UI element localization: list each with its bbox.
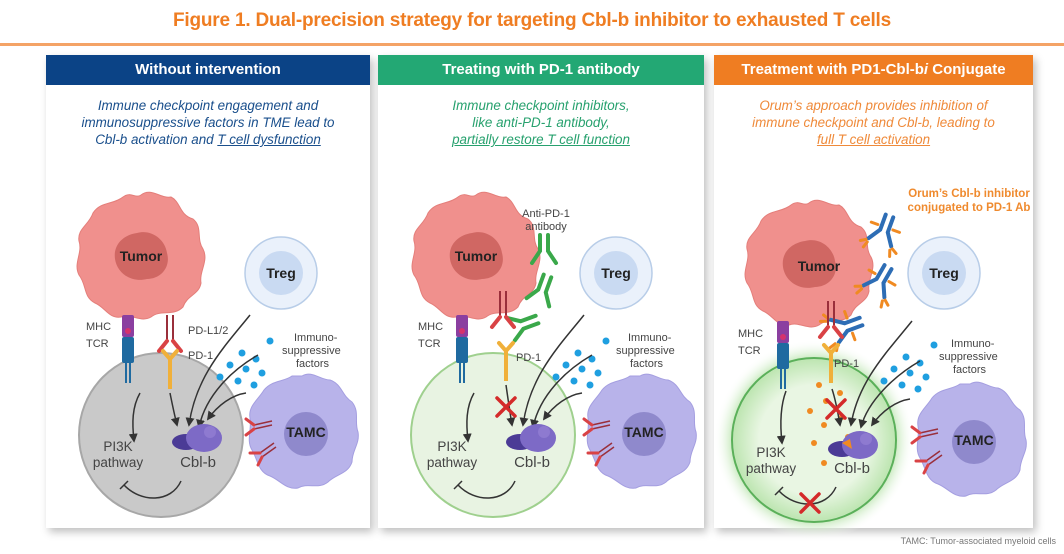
immuno-label-1: Immuno- <box>628 332 672 344</box>
desc-emphasis: T cell dysfunction <box>217 132 321 147</box>
mhc-label: MHC <box>418 321 443 333</box>
pd-1-label: PD-1 <box>188 350 213 362</box>
pi3k-label-2: pathway <box>427 455 478 470</box>
treg-nucleus <box>594 251 638 295</box>
immuno-label-3: factors <box>296 358 330 370</box>
tamc-label: TAMC <box>954 432 993 448</box>
desc-line: Cbl-b activation and T cell dysfunction <box>52 131 364 148</box>
desc-line: immune checkpoint and Cbl-b, leading to <box>752 115 995 130</box>
pd-1-label: PD-1 <box>834 358 859 370</box>
treg-label: Treg <box>266 265 296 281</box>
conjugate-label-2: conjugated to PD-1 Ab <box>908 202 1031 214</box>
antibody-label-2: antibody <box>525 221 567 233</box>
panel-pd1-cblb-conjugate: Treatment with PD1-Cbl-bi Conjugate Orum… <box>714 55 1033 540</box>
cbl-b-label: Cbl-b <box>514 454 550 471</box>
signal-arrows <box>128 314 259 443</box>
tamc-receptors <box>582 417 615 467</box>
pi3k-label-2: pathway <box>746 461 797 476</box>
tumor-label: Tumor <box>120 248 163 264</box>
desc-line: Orum’s approach provides inhibition of <box>759 98 988 113</box>
immuno-label-2: suppressive <box>939 351 998 363</box>
header-italic: i <box>923 61 929 78</box>
figure-title: Figure 1. Dual-precision strategy for ta… <box>173 10 891 31</box>
pi3k-label-1: PI3K <box>756 445 785 460</box>
panel-without-intervention: Without intervention Immune checkpoint e… <box>46 55 370 528</box>
conjugate-label-1: Orum’s Cbl-b inhibitor <box>908 188 1030 200</box>
pd-1-label: PD-1 <box>516 352 541 364</box>
panel-header: Without intervention <box>46 55 370 85</box>
signal-arrows <box>462 314 593 443</box>
desc-line: Immune checkpoint inhibitors, <box>452 98 630 113</box>
immuno-label-1: Immuno- <box>951 338 995 350</box>
treg-label: Treg <box>601 265 631 281</box>
tamc-label: TAMC <box>624 424 663 440</box>
immuno-label-2: suppressive <box>616 345 675 357</box>
illustration: Orum’s Cbl-b inhibitor conjugated to PD-… <box>714 188 1031 540</box>
panel-header: Treating with PD-1 antibody <box>378 55 704 85</box>
desc-line: like anti-PD-1 antibody, <box>472 115 610 130</box>
desc-line: immunosuppressive factors in TME lead to <box>81 115 335 130</box>
pi3k-label-1: PI3K <box>437 439 466 454</box>
inhibition-arrow <box>453 480 516 499</box>
immuno-label-1: Immuno- <box>294 332 338 344</box>
desc-emphasis: partially restore T cell function <box>452 132 630 147</box>
tamc-label: TAMC <box>286 424 325 440</box>
tamc-receptors <box>244 417 277 467</box>
desc-line: Immune checkpoint engagement and <box>97 98 319 113</box>
pi3k-label-2: pathway <box>93 455 144 470</box>
cbl-b-label: Cbl-b <box>180 454 216 471</box>
title-divider <box>0 43 1064 46</box>
pd-l1-icon <box>157 313 183 353</box>
panel-description: Orum’s approach provides inhibition of i… <box>714 97 1033 148</box>
tcr-label: TCR <box>418 338 441 350</box>
immuno-label-3: factors <box>630 358 664 370</box>
footnote: TAMC: Tumor-associated myeloid cells <box>900 536 1056 546</box>
inhibitor-bound-icon <box>842 439 852 449</box>
panel-description: Immune checkpoint inhibitors, like anti-… <box>378 97 704 148</box>
antibody-label-1: Anti-PD-1 <box>522 208 570 220</box>
inhibition-arrow <box>119 480 182 499</box>
tumor-label: Tumor <box>798 258 841 274</box>
t-cell <box>78 352 244 518</box>
t-cell <box>410 352 576 518</box>
illustration: Tumor Treg Anti-PD-1 antibody MHC TCR PD… <box>410 191 697 518</box>
illustration: Tumor Treg MHC TCR PD-L1/2 PD-1 Immuno- … <box>76 191 359 518</box>
immuno-label-3: factors <box>953 364 987 376</box>
header-text: Treatment with PD1-Cbl-b <box>741 61 924 78</box>
header-text: Conjugate <box>928 61 1006 78</box>
cbl-b-label: Cbl-b <box>834 460 870 477</box>
panel-pd1-antibody: Treating with PD-1 antibody Immune check… <box>378 55 704 528</box>
tamc-receptors <box>910 425 943 475</box>
t-cell <box>731 357 897 523</box>
mhc-label: MHC <box>86 321 111 333</box>
panel-description: Immune checkpoint engagement and immunos… <box>46 97 370 148</box>
immunosuppressive-dots <box>552 337 610 389</box>
tcr-label: TCR <box>86 338 109 350</box>
tumor-label: Tumor <box>455 248 498 264</box>
treg-nucleus <box>259 251 303 295</box>
panel-header: Treatment with PD1-Cbl-bi Conjugate <box>714 55 1033 85</box>
treg-nucleus <box>922 251 966 295</box>
immuno-label-2: suppressive <box>282 345 341 357</box>
pd-l1-label: PD-L1/2 <box>188 325 228 337</box>
treg-label: Treg <box>929 265 959 281</box>
desc-text: Cbl-b activation and <box>95 132 218 147</box>
desc-emphasis: full T cell activation <box>816 132 931 147</box>
mhc-label: MHC <box>738 328 763 340</box>
tcr-label: TCR <box>738 345 761 357</box>
pi3k-label-1: PI3K <box>103 439 132 454</box>
